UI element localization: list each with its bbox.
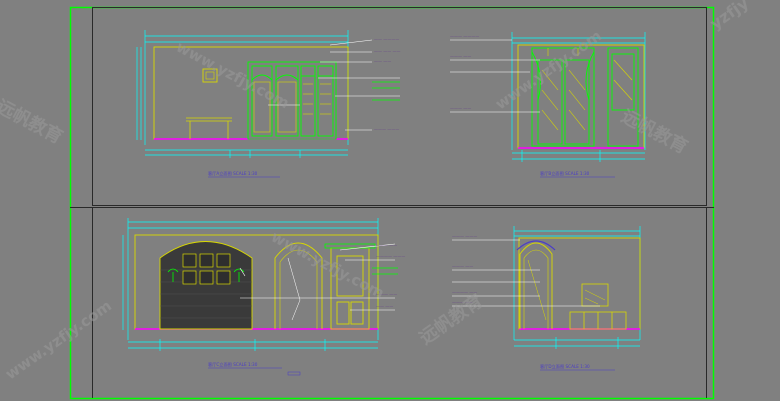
- drawing-title-upper-left: 客厅A立面图 SCALE 1:30: [208, 170, 258, 177]
- drawing-title-upper-right: 客厅B立面图 SCALE 1:30: [540, 170, 590, 177]
- svg-text:——— ——: ——— ——: [452, 264, 473, 269]
- svg-text:———— ——: ———— ——: [452, 290, 477, 295]
- svg-text:——— ———: ——— ———: [374, 127, 399, 132]
- elevation-upper-right: ——— ———— ——— —— ——— —— 客厅B立面图 SCALE 1:30: [450, 32, 646, 178]
- svg-text:—— ——: —— ——: [374, 59, 391, 64]
- svg-text:——— ——: ——— ——: [450, 54, 471, 59]
- elevation-lower-left: ——— —— ———— ——— ——— —— —— —— 客厅C立面图 SCAL…: [122, 218, 405, 376]
- svg-text:——— ——: ——— ——: [450, 106, 471, 111]
- elevation-upper-left: —— ———— —— —— —— —— —— ——— ——— 客厅A立面图 SC…: [136, 30, 401, 178]
- drawing-title-lower-left: 客厅C立面图 SCALE 1:30: [208, 361, 258, 368]
- svg-text:—— ————: —— ————: [374, 37, 399, 42]
- svg-text:—— ——: —— ——: [376, 304, 393, 309]
- svg-text:———— ———: ———— ———: [376, 254, 405, 259]
- svg-text:——— ———: ——— ———: [452, 234, 477, 239]
- svg-text:—— —— ——: —— —— ——: [374, 49, 401, 54]
- svg-text:——— ——: ——— ——: [376, 243, 397, 248]
- elevation-lower-right: ——— ——— ——— —— ———— —— ——— —— 客厅D立面图 SCA…: [452, 226, 641, 371]
- svg-text:——— ——: ——— ——: [452, 300, 473, 305]
- svg-text:——— ————: ——— ————: [450, 34, 479, 39]
- drawing-title-lower-right: 客厅D立面图 SCALE 1:30: [540, 363, 590, 370]
- svg-text:——— ——: ——— ——: [376, 292, 397, 297]
